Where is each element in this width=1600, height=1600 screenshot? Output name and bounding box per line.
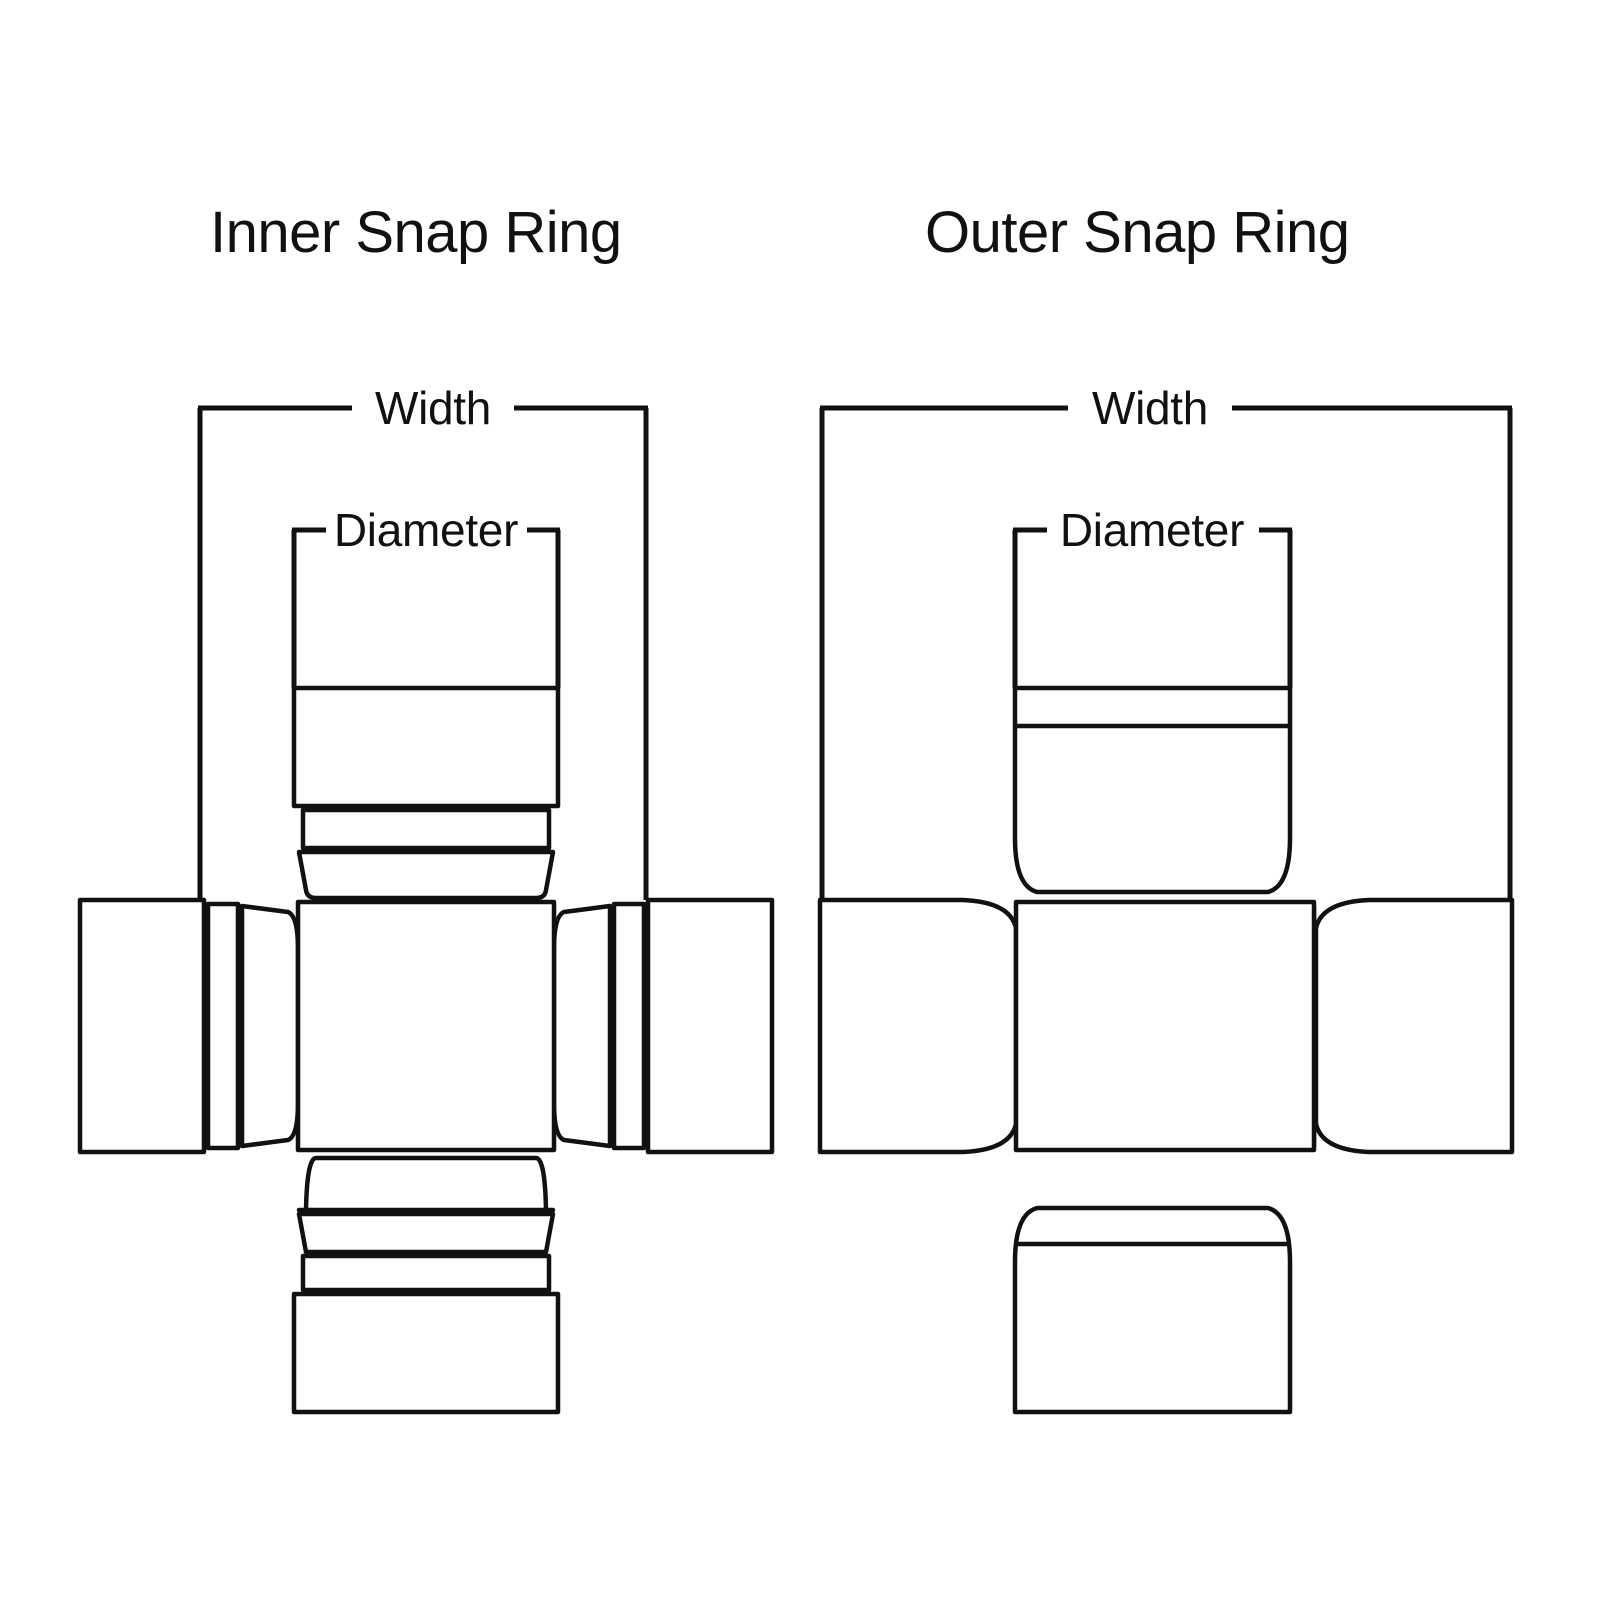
diameter-dimension-inner: Diameter [291, 504, 561, 688]
bottom-cap-body-inner [291, 1291, 561, 1415]
right-bearing-cap-outer [1311, 897, 1515, 1155]
cross-body-outer [1013, 899, 1317, 1153]
panel-inner-snap-ring: Inner Snap Ring Width Diameter [77, 200, 775, 1415]
left-cap-body-outer [817, 897, 1019, 1155]
bottom-cap-body-outer [1012, 1205, 1293, 1415]
diameter-label-outer: Diameter [1060, 504, 1244, 556]
top-snap-ring-band-inner [300, 807, 552, 851]
top-shoulder-taper-inner [296, 849, 556, 901]
left-bearing-cap-outer [817, 897, 1021, 1155]
left-cap-body-inner [77, 897, 207, 1155]
top-bearing-cap-outer [1012, 685, 1293, 895]
panel-outer-snap-ring: Outer Snap Ring Width Diameter [817, 200, 1515, 1415]
bottom-snap-ring-band-inner [300, 1253, 552, 1293]
width-dimension-inner: Width [197, 382, 649, 900]
right-bearing-cap-inner [551, 897, 775, 1155]
left-shoulder-taper-inner [239, 903, 301, 1149]
right-cap-body-inner [645, 897, 775, 1155]
bottom-bearing-cap-inner [291, 1155, 561, 1415]
left-bearing-cap-inner [77, 897, 301, 1155]
width-label-inner: Width [375, 382, 491, 434]
panel-title-outer: Outer Snap Ring [925, 200, 1350, 265]
top-cap-body-outer [1012, 685, 1293, 895]
cross-body-inner [295, 899, 557, 1153]
bottom-bearing-cap-outer [1012, 1205, 1293, 1415]
diameter-dimension-outer: Diameter [1012, 504, 1293, 688]
bottom-shoulder-curve-inner [296, 1155, 556, 1213]
top-bearing-cap-inner [291, 685, 561, 901]
right-snap-ring-band-inner [611, 901, 647, 1151]
left-snap-ring-band-inner [205, 901, 241, 1151]
width-dimension-outer: Width [819, 382, 1513, 900]
bottom-taper-band-inner [296, 1211, 556, 1255]
top-cap-body-inner [291, 685, 561, 809]
width-label-outer: Width [1092, 382, 1208, 434]
right-cap-body-outer [1313, 897, 1515, 1155]
panel-title-inner: Inner Snap Ring [210, 200, 622, 265]
diameter-label-inner: Diameter [334, 504, 518, 556]
right-shoulder-taper-inner [551, 903, 613, 1149]
